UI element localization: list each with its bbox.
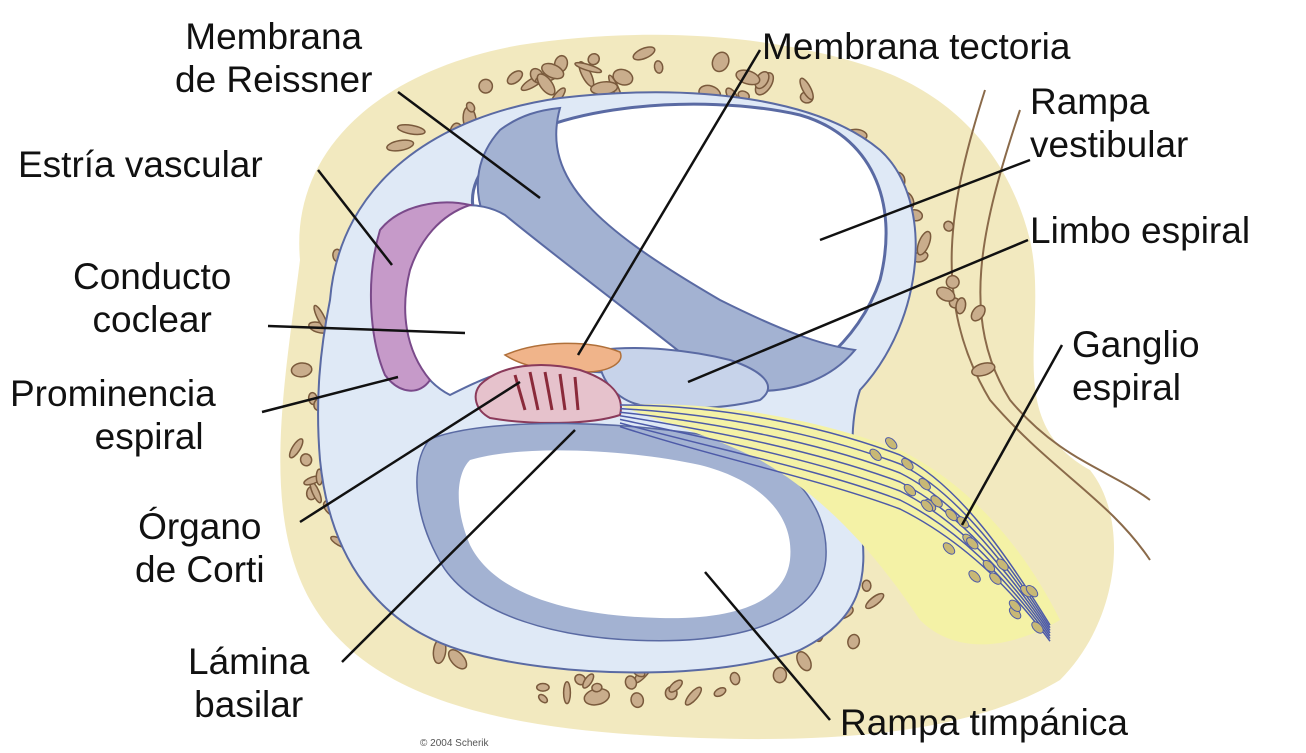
label-organo-corti-line-2: de Corti bbox=[135, 548, 265, 591]
label-membrana-reissner-line-1: Membrana bbox=[175, 15, 372, 58]
bone-pore bbox=[479, 79, 493, 94]
label-membrana-reissner-line-2: de Reissner bbox=[175, 58, 372, 101]
label-conducto-coclear-line-2: coclear bbox=[73, 298, 231, 341]
bone-pore bbox=[537, 684, 549, 692]
label-membrana-reissner: Membrana de Reissner bbox=[175, 15, 372, 101]
label-estria-vascular-line-1: Estría vascular bbox=[18, 143, 263, 186]
label-membrana-tectoria-line-1: Membrana tectoria bbox=[762, 25, 1070, 68]
label-lamina-basilar-line-1: Lámina bbox=[188, 640, 309, 683]
label-limbo-espiral: Limbo espiral bbox=[1030, 209, 1250, 252]
label-lamina-basilar-line-2: basilar bbox=[188, 683, 309, 726]
label-ganglio-espiral-line-2: espiral bbox=[1072, 366, 1200, 409]
label-lamina-basilar: Lámina basilar bbox=[188, 640, 309, 726]
bone-pore bbox=[862, 580, 871, 591]
label-ganglio-espiral: Ganglio espiral bbox=[1072, 323, 1200, 409]
label-conducto-coclear-line-1: Conducto bbox=[73, 255, 231, 298]
label-conducto-coclear: Conducto coclear bbox=[73, 255, 231, 341]
label-rampa-vestibular: Rampa vestibular bbox=[1030, 80, 1188, 166]
label-rampa-vestibular-line-1: Rampa bbox=[1030, 80, 1188, 123]
label-estria-vascular: Estría vascular bbox=[18, 143, 263, 186]
label-prominencia-espiral-line-1: Prominencia bbox=[10, 372, 216, 415]
label-limbo-espiral-line-1: Limbo espiral bbox=[1030, 209, 1250, 252]
label-prominencia-espiral-line-2: espiral bbox=[10, 415, 216, 458]
label-membrana-tectoria: Membrana tectoria bbox=[762, 25, 1070, 68]
label-organo-corti-line-1: Órgano bbox=[135, 505, 265, 548]
bone-pore bbox=[564, 682, 571, 704]
label-organo-corti: Órgano de Corti bbox=[135, 505, 265, 591]
label-rampa-timpanica: Rampa timpánica bbox=[840, 701, 1128, 744]
label-ganglio-espiral-line-1: Ganglio bbox=[1072, 323, 1200, 366]
label-rampa-timpanica-line-1: Rampa timpánica bbox=[840, 701, 1128, 744]
label-prominencia-espiral: Prominencia espiral bbox=[10, 372, 216, 458]
label-rampa-vestibular-line-2: vestibular bbox=[1030, 123, 1188, 166]
copyright-text: © 2004 Scherik bbox=[420, 738, 489, 749]
